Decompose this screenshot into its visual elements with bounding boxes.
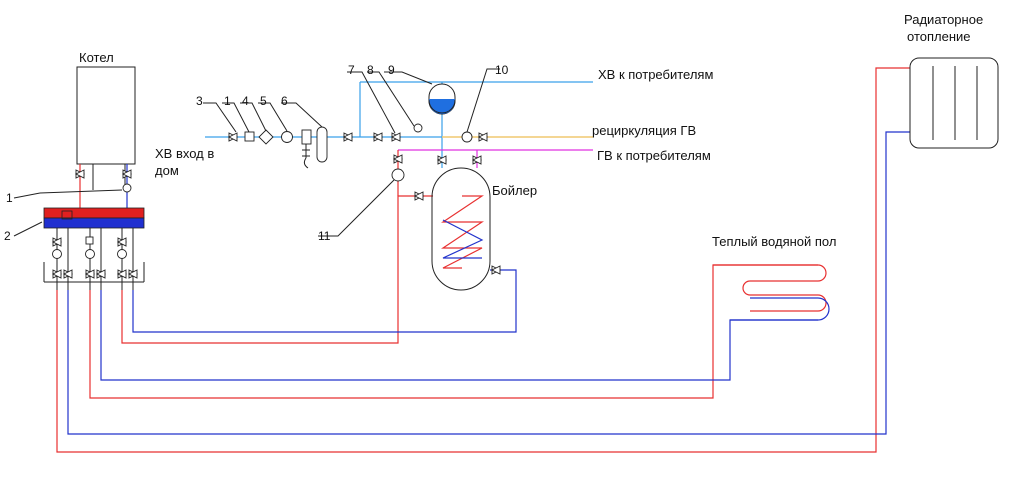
hot-water-lines — [391, 131, 593, 196]
callout-7: 7 — [348, 63, 355, 77]
underfloor-label: Теплый водяной пол — [712, 234, 836, 249]
radiator-label-line2: отопление — [907, 29, 971, 44]
callout-9: 9 — [388, 63, 395, 77]
water-heater-tank: Бойлер — [431, 167, 537, 291]
cold-to-consumers-label: ХВ к потребителям — [598, 67, 713, 82]
callout-leaders — [203, 68, 500, 237]
callout-5: 5 — [260, 94, 267, 108]
callout-3: 3 — [196, 94, 203, 108]
recirculation-label: рециркуляция ГВ — [592, 123, 696, 138]
callout-1-left: 1 — [6, 191, 13, 205]
boiler-unit: Котел — [76, 50, 136, 190]
hot-to-consumers-label: ГВ к потребителям — [597, 148, 711, 163]
expansion-tank — [428, 83, 456, 115]
callout-4: 4 — [242, 94, 249, 108]
pump-groups — [43, 228, 145, 290]
callout-11: 11 — [318, 229, 331, 243]
cold-inlet-label-line1: ХВ вход в — [155, 146, 214, 161]
callout-6: 6 — [281, 94, 288, 108]
callout-1-inlet: 1 — [224, 94, 231, 108]
callout-2: 2 — [4, 229, 11, 243]
underfloor-coil: Теплый водяной пол — [712, 234, 836, 321]
cold-inlet-label-line2: дом — [155, 163, 179, 178]
hydraulic-manifold — [43, 207, 145, 229]
callout-8: 8 — [367, 63, 374, 77]
radiator: Радиаторное отопление — [904, 12, 999, 149]
radiator-label-line1: Радиаторное — [904, 12, 983, 27]
boiler-label: Котел — [79, 50, 114, 65]
callout-10: 10 — [495, 63, 509, 77]
water-heater-label: Бойлер — [492, 183, 537, 198]
